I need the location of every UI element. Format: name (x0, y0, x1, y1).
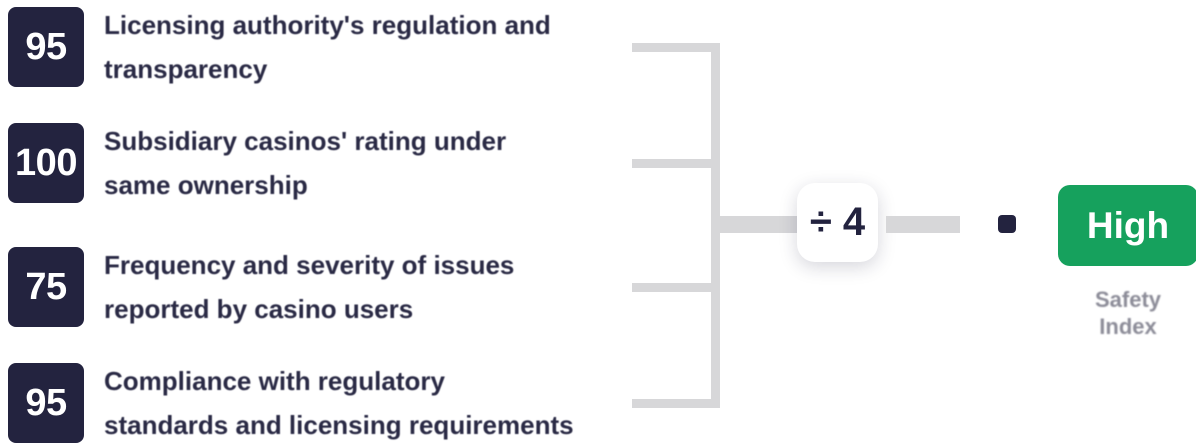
connector-line (632, 399, 720, 408)
result-badge: High (1058, 185, 1196, 266)
criterion-row: 75 Frequency and severity of issues repo… (0, 243, 760, 331)
connector-line (632, 283, 720, 292)
connector-line (715, 216, 799, 233)
safety-index-caption: Safety Index (1094, 287, 1162, 339)
connector-line (632, 43, 720, 52)
criterion-score: 95 (25, 25, 67, 68)
criterion-label: Subsidiary casinos' rating under same ow… (104, 126, 507, 200)
criterion-row: 95 Licensing authority's regulation and … (0, 3, 760, 91)
connector-line (886, 216, 960, 233)
badge-label: High (1086, 204, 1170, 246)
criterion-row: 95 Compliance with regulatory standards … (0, 359, 760, 447)
criterion-score-box: 95 (8, 7, 84, 87)
criterion-label: Compliance with regulatory standards and… (104, 366, 574, 440)
criterion-score-box: 95 (8, 363, 84, 443)
criterion-score-box: 100 (8, 123, 84, 203)
divide-label: ÷ 4 (809, 200, 866, 244)
criterion-label: Licensing authority's regulation and tra… (104, 10, 551, 84)
connector-line (632, 159, 720, 168)
criterion-score: 95 (25, 381, 67, 424)
criterion-score: 100 (15, 141, 77, 184)
criterion-score: 75 (25, 265, 67, 308)
divide-box: ÷ 4 (797, 183, 878, 262)
criterion-score-box: 75 (8, 247, 84, 327)
criterion-label: Frequency and severity of issues reporte… (104, 250, 515, 324)
equals-marker (998, 215, 1016, 233)
criterion-row: 100 Subsidiary casinos' rating under sam… (0, 119, 760, 207)
